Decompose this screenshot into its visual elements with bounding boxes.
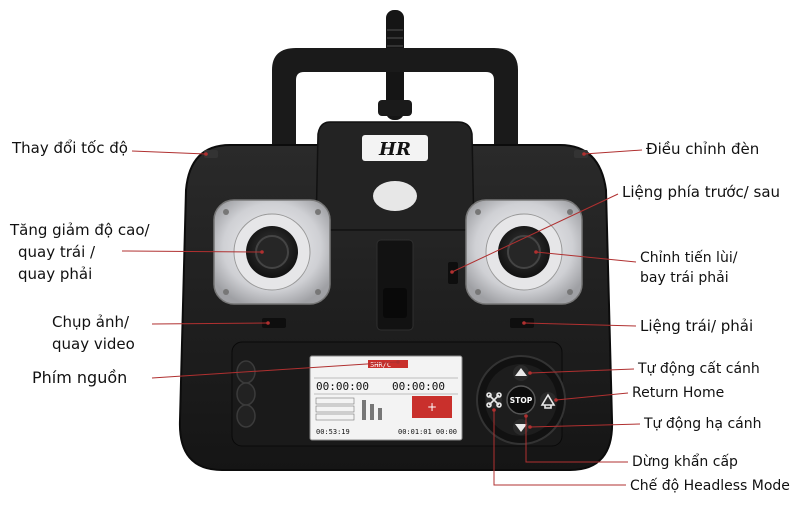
carry-handle (272, 48, 518, 175)
left-gimbal[interactable] (213, 199, 331, 305)
arrow-up-icon (515, 368, 527, 376)
stop-button-label: STOP (510, 396, 533, 405)
label-power: Phím nguồn (32, 368, 128, 387)
speed-switch[interactable] (204, 150, 218, 158)
label-left-right: Liệng trái/ phải (640, 317, 754, 335)
label-headless-mode: Chế độ Headless Mode (630, 478, 790, 494)
logo-text: HR (378, 139, 411, 160)
label-land: Tự động hạ cánh (644, 416, 762, 432)
screen-footer-time: 00:53:19 (316, 428, 350, 436)
roll-trim[interactable] (510, 318, 534, 328)
drone-icon (486, 392, 502, 408)
takeoff-button[interactable] (513, 365, 529, 381)
label-pitch: Liệng phía trước/ sau (622, 183, 781, 201)
label-altitude-line2: quay trái / (18, 243, 96, 261)
label-takeoff: Tự động cất cánh (638, 361, 760, 377)
svg-text:+: + (427, 400, 437, 414)
lcd-screen: SHR/C 00:00:00 00:00:00 + 00:53:19 00:01… (309, 355, 463, 441)
screen-timer-left: 00:00:00 (316, 380, 369, 393)
label-altitude-line3: quay phải (18, 265, 93, 283)
screen-brand: SHR/C (370, 361, 391, 369)
label-light: Điều chỉnh đèn (646, 140, 760, 158)
label-roll-line2: bay trái phải (640, 270, 729, 286)
return-home-button[interactable] (540, 392, 556, 409)
label-roll-line1: Chỉnh tiến lùi/ (640, 250, 738, 266)
power-led-dome (373, 181, 417, 211)
arrow-down-icon (515, 424, 527, 432)
headless-mode-button[interactable] (486, 392, 502, 408)
label-photo-line1: Chụp ảnh/ (52, 313, 130, 331)
leader-lines (121, 149, 643, 486)
label-photo-line2: quay video (52, 335, 135, 353)
screen-timer-right: 00:00:00 (392, 380, 445, 393)
light-switch[interactable] (574, 150, 588, 158)
function-button-cluster: STOP (476, 355, 566, 445)
screen-footer-right: 00:01:01 00:00 (398, 428, 457, 436)
stop-button[interactable]: STOP (506, 385, 536, 415)
label-return-home: Return Home (632, 385, 725, 401)
photo-trim[interactable] (262, 318, 286, 328)
right-gimbal[interactable] (465, 199, 583, 305)
label-emergency-stop: Dừng khẩn cấp (632, 454, 738, 470)
left-side-buttons[interactable] (236, 360, 256, 428)
land-button[interactable] (513, 419, 529, 435)
leader-endpoints (204, 152, 586, 429)
home-icon (540, 393, 556, 409)
label-speed: Thay đổi tốc độ (12, 139, 128, 157)
logo-plate (362, 135, 428, 161)
center-switch[interactable] (383, 288, 407, 318)
label-altitude-line1: Tăng giảm độ cao/ (10, 221, 150, 239)
